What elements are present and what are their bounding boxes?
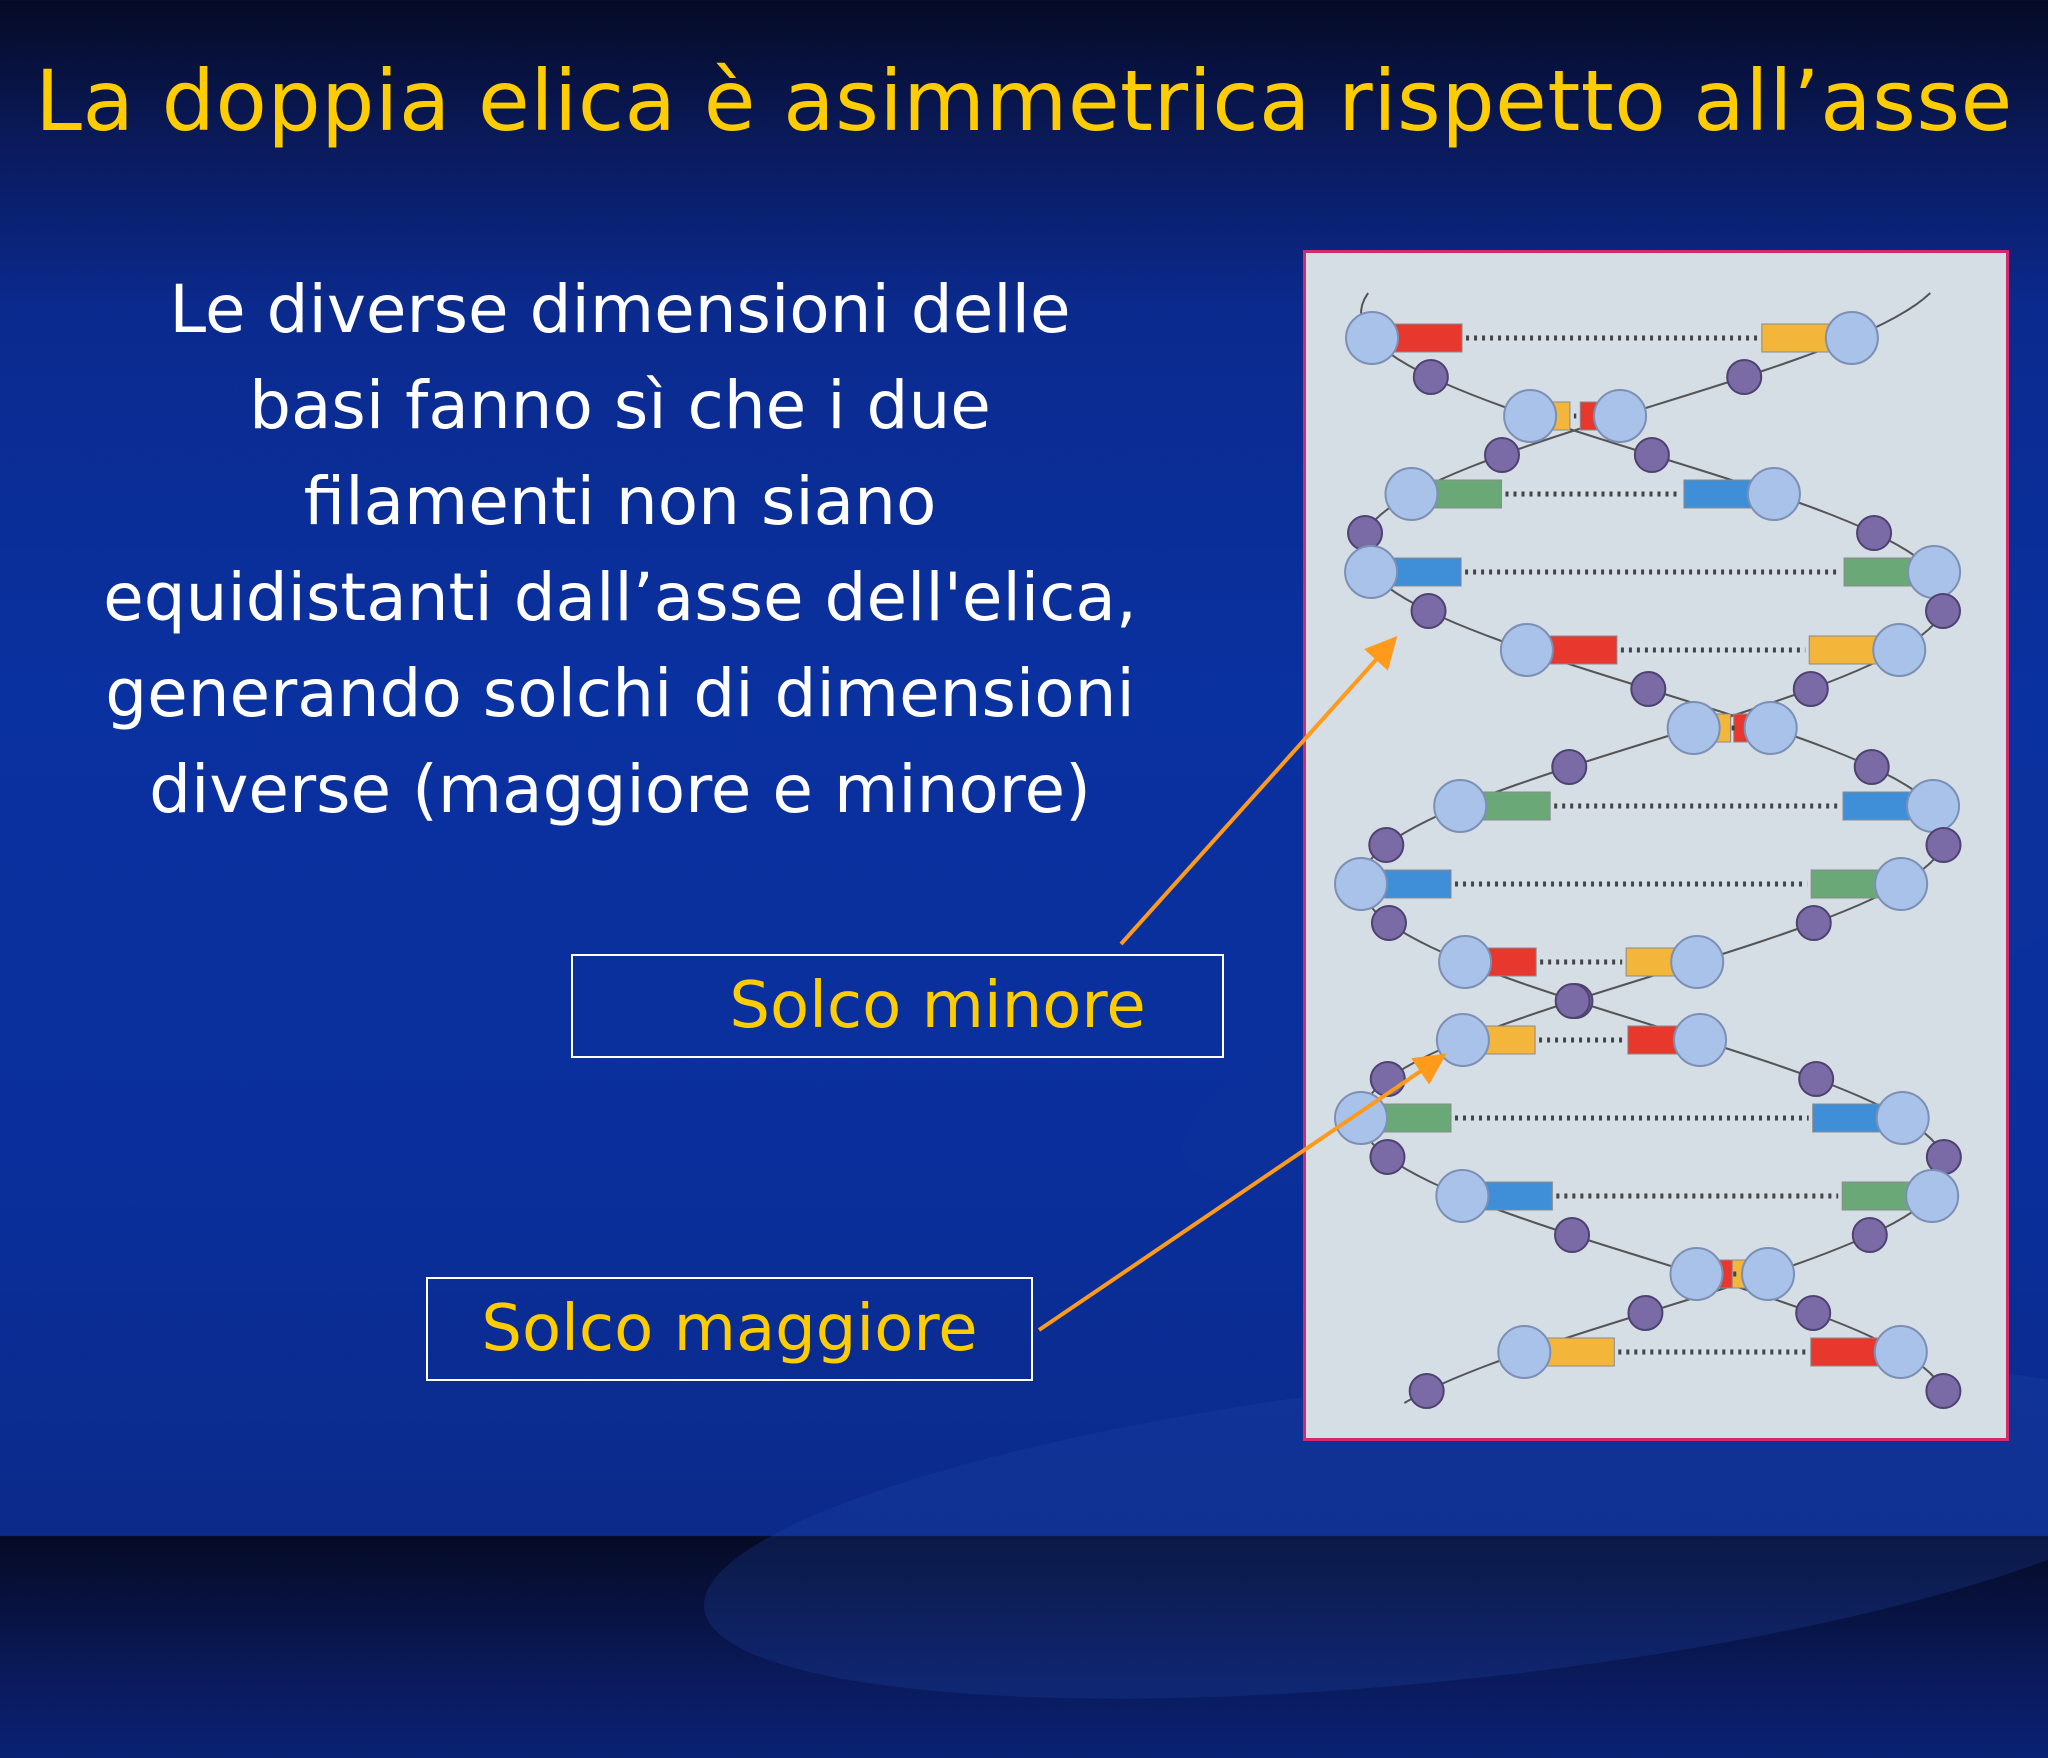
phosphate-sphere xyxy=(1633,437,1670,473)
base-block xyxy=(1761,323,1833,353)
phosphate-sphere xyxy=(1370,905,1407,941)
phosphate-sphere xyxy=(1798,1061,1835,1097)
base-block xyxy=(1481,1181,1553,1211)
body-line: diverse (maggiore e minore) xyxy=(149,751,1091,828)
phosphate-sphere xyxy=(1551,749,1588,785)
sugar-sphere xyxy=(1824,311,1879,365)
base-block xyxy=(1390,557,1462,587)
sugar-sphere xyxy=(1433,779,1488,833)
base-block xyxy=(1479,791,1551,821)
phosphate-sphere xyxy=(1925,1139,1962,1175)
sugar-sphere xyxy=(1334,857,1389,911)
dna-figure-frame xyxy=(1303,250,2009,1441)
sugar-sphere xyxy=(1503,389,1558,443)
base-block xyxy=(1543,1337,1615,1367)
phosphate-sphere xyxy=(1851,1217,1888,1253)
sugar-sphere xyxy=(1438,935,1493,989)
sugar-sphere xyxy=(1873,1325,1928,1379)
body-line: Le diverse dimensioni delle xyxy=(169,271,1071,348)
label-solco-maggiore-text: Solco maggiore xyxy=(481,1292,978,1366)
sugar-sphere xyxy=(1384,467,1439,521)
body-line: generando solchi di dimensioni xyxy=(105,655,1135,732)
phosphate-sphere xyxy=(1554,1217,1591,1253)
label-solco-minore-text: Solco minore xyxy=(729,969,1146,1043)
phosphate-sphere xyxy=(1630,671,1667,707)
sugar-sphere xyxy=(1906,779,1961,833)
base-block xyxy=(1482,1025,1536,1055)
phosphate-sphere xyxy=(1925,1373,1962,1409)
phosphate-sphere xyxy=(1483,437,1520,473)
base-block xyxy=(1380,869,1452,899)
label-solco-maggiore: Solco maggiore xyxy=(426,1277,1033,1381)
base-block xyxy=(1810,869,1882,899)
sugar-sphere xyxy=(1334,1091,1389,1145)
phosphate-sphere xyxy=(1627,1295,1664,1331)
base-block xyxy=(1841,1181,1913,1211)
sugar-sphere xyxy=(1497,1325,1552,1379)
phosphate-sphere xyxy=(1925,593,1962,629)
phosphate-sphere xyxy=(1412,359,1449,395)
sugar-sphere xyxy=(1907,545,1962,599)
phosphate-sphere xyxy=(1347,515,1384,551)
body-line: filamenti non siano xyxy=(303,463,937,540)
sugar-sphere xyxy=(1741,1247,1796,1301)
sugar-sphere xyxy=(1593,389,1648,443)
phosphate-sphere xyxy=(1795,905,1832,941)
phosphate-sphere xyxy=(1726,359,1763,395)
sugar-sphere xyxy=(1670,935,1725,989)
sugar-sphere xyxy=(1499,623,1554,677)
slide-title: La doppia elica è asimmetrica rispetto a… xyxy=(35,52,2013,150)
sugar-sphere xyxy=(1669,1247,1724,1301)
body-line: basi fanno sì che i due xyxy=(249,367,991,444)
sugar-sphere xyxy=(1875,1091,1930,1145)
base-block xyxy=(1380,1103,1452,1133)
sugar-sphere xyxy=(1746,467,1801,521)
base-block xyxy=(1391,323,1463,353)
base-block xyxy=(1812,1103,1884,1133)
phosphate-sphere xyxy=(1554,983,1591,1019)
phosphate-sphere xyxy=(1795,1295,1832,1331)
dna-double-helix-diagram xyxy=(1334,292,1962,1409)
sugar-sphere xyxy=(1874,857,1929,911)
phosphate-sphere xyxy=(1368,827,1405,863)
base-block xyxy=(1843,557,1915,587)
phosphate-sphere xyxy=(1408,1373,1445,1409)
phosphate-sphere xyxy=(1856,515,1893,551)
base-block xyxy=(1625,947,1678,977)
base-block xyxy=(1484,947,1537,977)
phosphate-sphere xyxy=(1369,1139,1406,1175)
base-block xyxy=(1546,635,1618,665)
body-text: Le diverse dimensioni delle basi fanno s… xyxy=(40,262,1200,838)
sugar-sphere xyxy=(1666,701,1721,755)
sugar-sphere xyxy=(1435,1013,1490,1067)
phosphate-sphere xyxy=(1925,827,1962,863)
base-block xyxy=(1627,1025,1681,1055)
sugar-sphere xyxy=(1905,1169,1960,1223)
base-block xyxy=(1810,1337,1882,1367)
sugar-sphere xyxy=(1345,311,1400,365)
body-line: equidistanti dall’asse dell'elica, xyxy=(103,559,1137,636)
base-block xyxy=(1842,791,1914,821)
base-block xyxy=(1430,479,1502,509)
sugar-sphere xyxy=(1743,701,1798,755)
phosphate-sphere xyxy=(1369,1061,1406,1097)
base-block xyxy=(1808,635,1880,665)
sugar-sphere xyxy=(1673,1013,1728,1067)
base-block xyxy=(1683,479,1755,509)
phosphate-sphere xyxy=(1792,671,1829,707)
sugar-sphere xyxy=(1435,1169,1490,1223)
phosphate-sphere xyxy=(1853,749,1890,785)
label-solco-minore: Solco minore xyxy=(571,954,1224,1058)
sugar-sphere xyxy=(1344,545,1399,599)
phosphate-sphere xyxy=(1410,593,1447,629)
sugar-sphere xyxy=(1872,623,1927,677)
